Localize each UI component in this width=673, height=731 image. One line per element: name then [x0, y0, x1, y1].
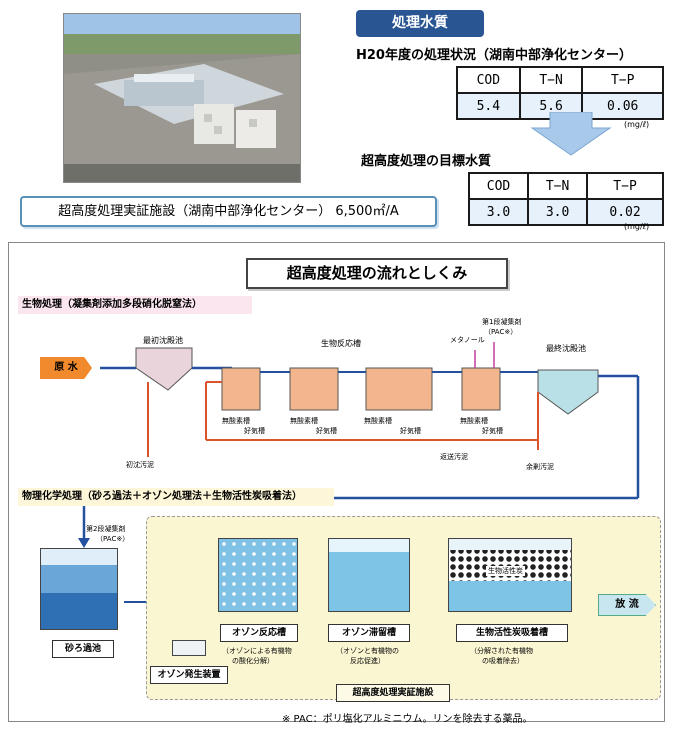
- value-tp: 0.02: [586, 198, 664, 226]
- methanol-label: メタノール: [450, 336, 485, 344]
- chem-section-label: 物理化学処理（砂ろ過法＋オゾン処理法＋生物活性炭吸着法）: [18, 488, 334, 506]
- header-tp: T−P: [586, 172, 664, 200]
- anaerobic-label-1: 無酸素槽: [222, 417, 250, 425]
- target-quality-heading: 超高度処理の目標水質: [361, 154, 492, 169]
- photo-caption: 超高度処理実証施設（湖南中部浄化センター） 6,500㎡/A: [20, 196, 437, 227]
- header-tp: T−P: [581, 66, 664, 94]
- value-tn: 3.0: [527, 198, 589, 226]
- facility-photo: [63, 13, 301, 183]
- ozone-generator-label: オゾン発生装置: [150, 666, 228, 684]
- discharge-label: 放 流: [598, 594, 656, 616]
- header-cod: COD: [456, 66, 521, 94]
- bac-note-1: （分解された有機物: [470, 647, 533, 655]
- ozone-retention-note-1: （オゾンと有機物の: [336, 647, 399, 655]
- aerobic-label-2: 好気槽: [316, 427, 337, 435]
- unit-current: (mg/ℓ): [624, 120, 650, 129]
- bio-reactor-label: 生物反応槽: [321, 339, 361, 348]
- coagulant2-sub-label: （PAC※）: [96, 535, 130, 543]
- bio-section-label: 生物処理（凝集剤添加多段硝化脱窒法）: [18, 296, 252, 314]
- ozone-retention-note-2: 反応促進）: [350, 657, 385, 665]
- ozone-generator-icon: [172, 640, 206, 656]
- coagulant1-label: 第1段凝集剤: [482, 318, 522, 326]
- return-sludge-label: 返送汚泥: [440, 453, 468, 461]
- target-quality-table: COD T−N T−P 3.0 3.0 0.02: [467, 172, 664, 226]
- flow-diagram-frame: [8, 242, 665, 722]
- quality-title: 処理水質: [356, 10, 484, 37]
- ozone-retention-tank: [328, 538, 410, 612]
- bac-note-2: の吸着除去）: [482, 657, 524, 665]
- final-settling-label: 最終沈殿池: [546, 344, 586, 353]
- ozone-reactor-note-1: （オゾンによる有機物: [222, 647, 292, 655]
- aerobic-label-4: 好気槽: [482, 427, 503, 435]
- coagulant2-label: 第2段凝集剤: [86, 525, 126, 533]
- aerobic-label-1: 好気槽: [244, 427, 265, 435]
- first-sludge-label: 初沈汚泥: [126, 461, 154, 469]
- header-tn: T−N: [527, 172, 589, 200]
- header-tn: T−N: [518, 66, 584, 94]
- sand-filter-label: 砂ろ過池: [52, 640, 114, 658]
- anaerobic-label-4: 無酸素槽: [460, 417, 488, 425]
- bac-inner-label: 生物活性炭: [486, 566, 525, 576]
- value-cod: 3.0: [467, 198, 530, 226]
- facility-zone-label: 超高度処理実証施設: [336, 684, 450, 702]
- header-cod: COD: [467, 172, 530, 200]
- aerobic-label-3: 好気槽: [400, 427, 421, 435]
- footnote: ※ PAC：ポリ塩化アルミニウム。リンを除去する薬品。: [282, 714, 533, 725]
- unit-target: (mg/ℓ): [624, 222, 650, 231]
- value-tp: 0.06: [581, 92, 664, 120]
- anaerobic-label-2: 無酸素槽: [290, 417, 318, 425]
- bac-tank: [448, 538, 572, 612]
- ozone-reactor-note-2: の酸化分解）: [232, 657, 274, 665]
- ozone-retention-label: オゾン滞留槽: [328, 624, 410, 642]
- coagulant1-sub-label: （PAC※）: [484, 328, 518, 336]
- ozone-reactor-tank: [218, 538, 298, 612]
- ozone-reactor-label: オゾン反応槽: [220, 624, 298, 642]
- first-settling-label: 最初沈殿池: [143, 336, 183, 345]
- bac-label: 生物活性炭吸着槽: [456, 624, 568, 642]
- current-quality-heading: H20年度の処理状況（湖南中部浄化センター）: [356, 48, 632, 63]
- anaerobic-label-3: 無酸素槽: [364, 417, 392, 425]
- down-arrow-icon: [530, 112, 612, 156]
- sand-filter-tank: [40, 548, 118, 630]
- raw-water-label: 原 水: [40, 357, 92, 379]
- excess-sludge-label: 余剰汚泥: [526, 463, 554, 471]
- flow-title: 超高度処理の流れとしくみ: [246, 258, 508, 289]
- value-cod: 5.4: [456, 92, 521, 120]
